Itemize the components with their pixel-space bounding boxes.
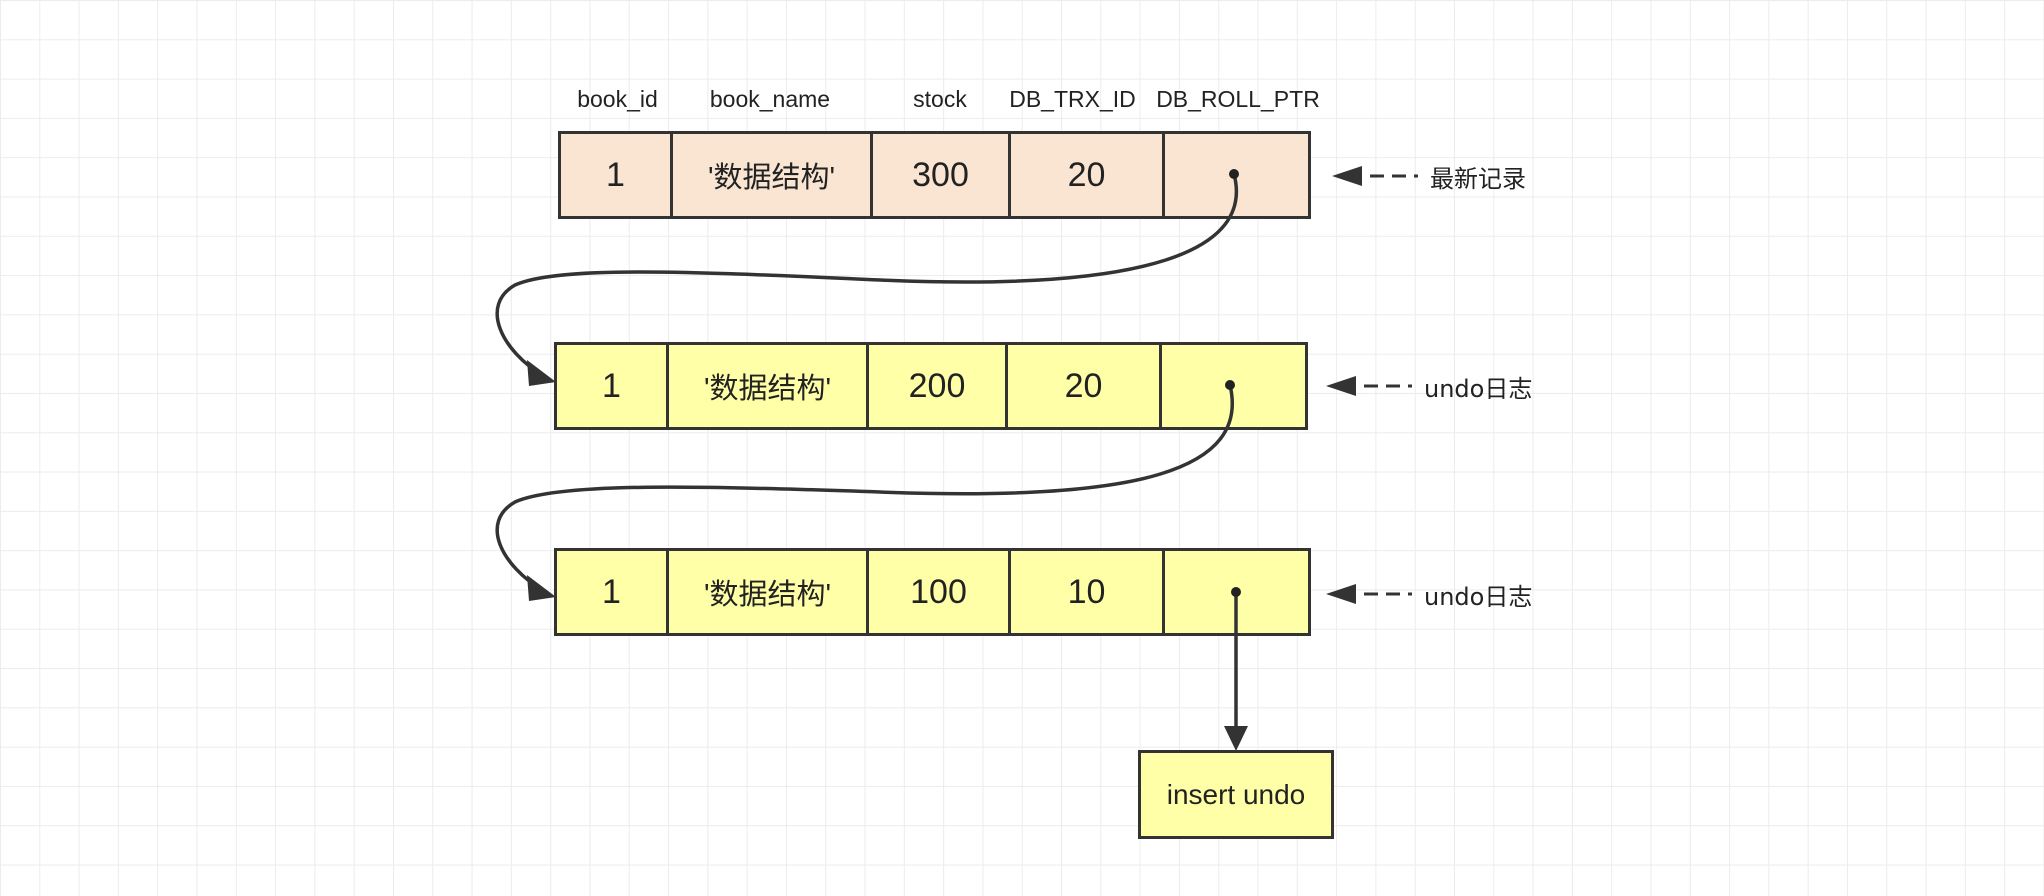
cell-stock: 100	[869, 551, 1011, 633]
record-undo-2: 1 '数据结构' 100 10	[554, 548, 1311, 636]
cell-db-trx-id: 10	[1011, 551, 1165, 633]
pointer-dot	[1231, 587, 1241, 597]
cell-stock: 300	[873, 134, 1011, 216]
cell-stock: 200	[869, 345, 1008, 427]
pointer-dot	[1229, 169, 1239, 179]
cell-book-name: '数据结构'	[669, 551, 869, 633]
cell-book-name: '数据结构'	[673, 134, 873, 216]
header-book-id: book_id	[577, 86, 658, 112]
annotation-label: 最新记录	[1430, 164, 1526, 193]
record-undo-1: 1 '数据结构' 200 20	[554, 342, 1308, 430]
cell-db-trx-id: 20	[1008, 345, 1162, 427]
insert-undo-box: insert undo	[1138, 750, 1334, 839]
pointer-dot	[1225, 380, 1235, 390]
header-book-name: book_name	[709, 86, 831, 112]
cell-book-id: 1	[557, 551, 669, 633]
annotation-label: undo日志	[1424, 582, 1533, 611]
cell-db-trx-id: 20	[1011, 134, 1165, 216]
header-db-trx-id: DB_TRX_ID	[1009, 86, 1136, 112]
annotation-undo-2: undo日志	[1324, 574, 1532, 614]
dashed-arrow-icon	[1326, 584, 1412, 604]
annotation-undo-1: undo日志	[1324, 366, 1532, 406]
record-latest: 1 '数据结构' 300 20	[558, 131, 1311, 219]
cell-book-name: '数据结构'	[669, 345, 869, 427]
arrowhead	[527, 575, 556, 601]
cell-book-id: 1	[557, 345, 669, 427]
roll-ptr-link-2	[495, 384, 1234, 594]
roll-ptr-link-1	[495, 173, 1239, 379]
annotation-latest: 最新记录	[1330, 156, 1526, 196]
dashed-arrow-icon	[1326, 376, 1412, 396]
dashed-arrow-icon	[1332, 166, 1418, 186]
arrowhead	[527, 360, 556, 386]
header-db-roll-ptr: DB_ROLL_PTR	[1156, 86, 1320, 112]
cell-book-id: 1	[561, 134, 673, 216]
header-stock: stock	[913, 86, 967, 112]
annotation-label: undo日志	[1424, 374, 1533, 403]
arrowhead	[1224, 726, 1248, 751]
